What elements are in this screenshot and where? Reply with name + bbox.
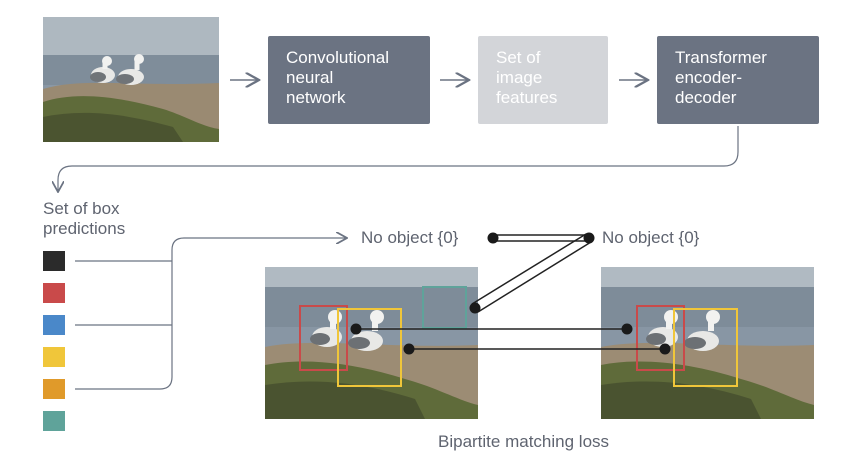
- box-predictions-title: Set of box predictions: [43, 199, 126, 238]
- pred-box-teal: [422, 286, 467, 329]
- image-features-label: Set of image features: [496, 48, 558, 107]
- cnn-label: Convolutional neural network: [286, 48, 390, 107]
- prediction-swatch-blue: [43, 315, 65, 335]
- dot-pred-red: [350, 323, 362, 335]
- ground-truth-image-drawing: [601, 267, 814, 419]
- no-object-label-right: No object {0}: [602, 228, 700, 247]
- pred-box-yellow: [337, 308, 402, 387]
- image-features-box: Set of image features: [478, 36, 608, 124]
- teal-to-no-object-line-a: [471, 233, 587, 305]
- prediction-swatch-red: [43, 283, 65, 303]
- no-object-label-left: No object {0}: [361, 228, 459, 247]
- teal-to-no-object-line-b: [477, 241, 592, 313]
- input-image: [43, 17, 219, 142]
- pred-box-red: [299, 305, 348, 371]
- transformer-box: Transformer encoder- decoder: [657, 36, 819, 124]
- ground-truth-image: [601, 267, 814, 419]
- input-image-drawing: [43, 17, 219, 142]
- prediction-swatch-black: [43, 251, 65, 271]
- arrow-transformer-to-predictions: [58, 126, 739, 192]
- line-swatch-orange: [75, 238, 347, 390]
- transformer-label: Transformer encoder- decoder: [675, 48, 767, 107]
- prediction-swatch-yellow: [43, 347, 65, 367]
- dot-no-object-left: [487, 232, 499, 244]
- dot-teal-box: [469, 302, 481, 314]
- dot-pred-yellow: [403, 343, 415, 355]
- gt-box-red: [636, 305, 685, 371]
- dot-gt-red: [621, 323, 633, 335]
- bipartite-caption: Bipartite matching loss: [438, 432, 610, 451]
- prediction-swatch-orange: [43, 379, 65, 399]
- cnn-box: Convolutional neural network: [268, 36, 430, 124]
- prediction-swatch-teal: [43, 411, 65, 431]
- gt-box-yellow: [673, 308, 738, 387]
- dot-gt-yellow: [659, 343, 671, 355]
- dot-no-object-right: [583, 232, 595, 244]
